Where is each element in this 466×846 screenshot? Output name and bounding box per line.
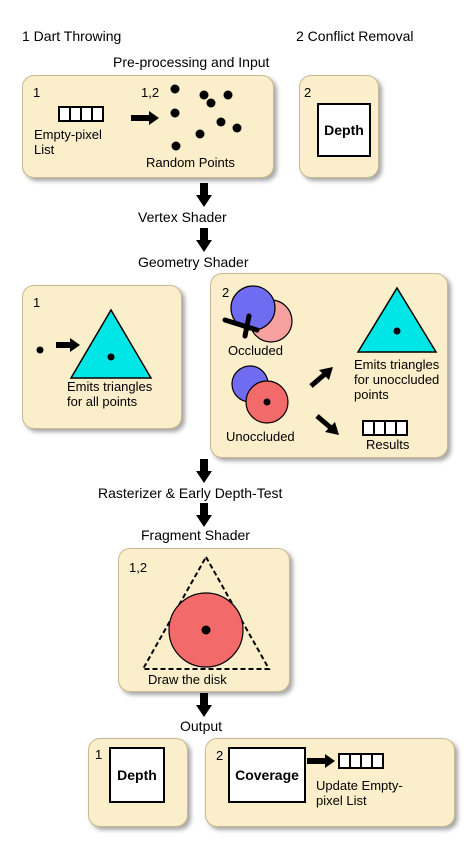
empty-pixel-list-icon	[338, 753, 384, 769]
triangle-icon	[69, 308, 153, 379]
panel-output-conflict: 2 Coverage Update Empty-pixel List	[205, 738, 455, 827]
depth-buffer-box: Depth	[317, 103, 371, 157]
panel-number-2: 1,2	[141, 85, 160, 100]
header-conflict-removal: 2 Conflict Removal	[296, 28, 414, 44]
panel-number: 1	[95, 747, 103, 762]
diagonal-up-arrow-icon	[309, 367, 333, 388]
triangle-icon	[356, 286, 438, 353]
right-arrow-icon	[307, 754, 335, 768]
down-arrow-icon	[196, 183, 212, 207]
stage-vertex-shader: Vertex Shader	[138, 209, 227, 225]
panel-preprocessing-conflict: 2 Depth	[299, 75, 379, 178]
random-points-label: Random Points	[146, 155, 235, 170]
results-label: Results	[366, 437, 410, 452]
stage-rasterizer: Rasterizer & Early Depth-Test	[98, 485, 283, 501]
stage-output: Output	[180, 718, 223, 734]
down-arrow-icon	[196, 693, 212, 717]
coverage-buffer-box: Coverage	[228, 747, 306, 803]
occluded-label: Occluded	[228, 343, 283, 358]
stage-fragment-shader: Fragment Shader	[141, 527, 250, 543]
down-arrow-icon	[196, 228, 212, 252]
stage-preprocessing: Pre-processing and Input	[113, 54, 270, 70]
diagonal-down-arrow-icon	[315, 414, 339, 435]
draw-disk-caption: Draw the disk	[148, 672, 227, 687]
random-points-icon	[170, 84, 242, 151]
panel-number: 1	[33, 85, 41, 100]
unoccluded-disks-icon	[231, 365, 289, 424]
occluded-disks-icon	[222, 285, 293, 343]
stage-geometry-shader: Geometry Shader	[138, 254, 249, 270]
panel-number: 2	[304, 85, 312, 100]
results-list-icon	[362, 420, 408, 436]
depth-buffer-box: Depth	[109, 747, 165, 803]
panel-output-dart: 1 Depth	[88, 738, 188, 827]
down-arrow-icon	[196, 503, 212, 527]
header-dart-throwing: 1 Dart Throwing	[22, 28, 122, 44]
panel-number: 2	[216, 748, 224, 763]
down-arrow-icon	[196, 459, 212, 483]
right-arrow-icon	[131, 111, 159, 125]
panel-number: 2	[222, 285, 230, 300]
disk-in-triangle-icon	[141, 554, 271, 670]
unoccluded-label: Unoccluded	[226, 429, 295, 444]
panel-number: 1,2	[129, 560, 148, 575]
update-list-caption: Update Empty-pixel List	[316, 778, 403, 808]
point-icon	[36, 346, 44, 354]
right-arrow-icon	[56, 338, 80, 352]
panel-fragment: 1,2 Draw the disk	[118, 548, 290, 692]
panel-number: 1	[33, 295, 41, 310]
empty-pixel-list-icon	[58, 106, 104, 122]
